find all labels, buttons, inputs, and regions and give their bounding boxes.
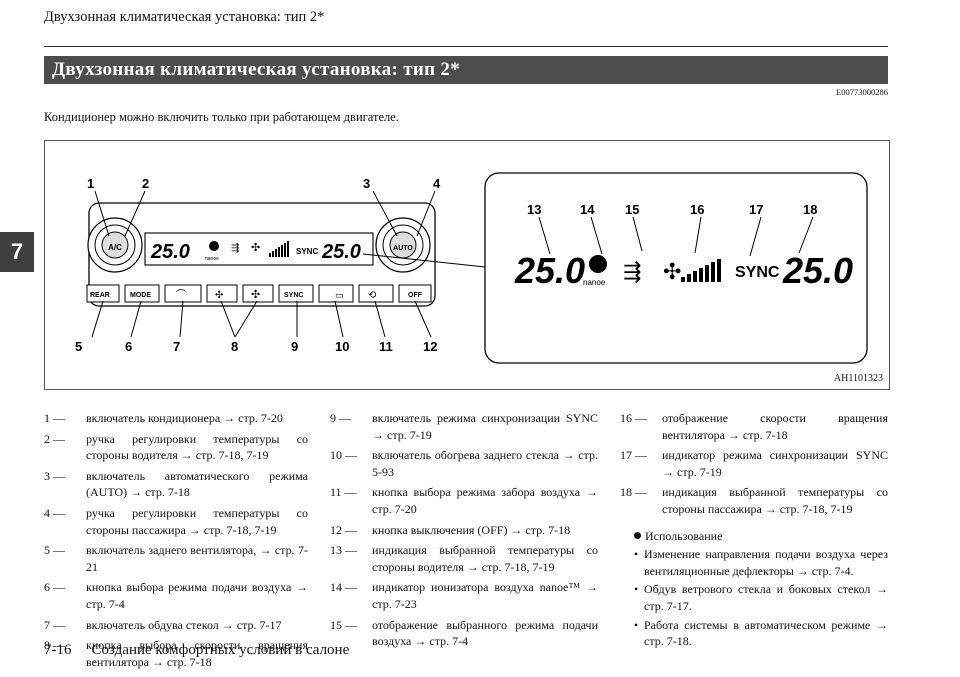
running-header: Двухзонная климатическая установка: тип … — [44, 9, 325, 25]
mode-button-label: MODE — [130, 292, 151, 299]
note-bullet: •Изменение направления подачи воздуха че… — [634, 547, 888, 578]
page-footer: 7-16 Создание комфортных условий в салоне — [44, 642, 349, 659]
fan-mini-icon: ✣ — [251, 242, 260, 254]
page-number: 7-16 — [44, 642, 72, 658]
defrost-button-icon: ⌒ — [176, 289, 186, 301]
legend-item: 13 —индикация выбранной температуры со с… — [330, 543, 598, 574]
legend-item: 14 —индикатор ионизатора воздуха nanoe™ … — [330, 580, 598, 611]
fan-icon: ✣ — [663, 259, 681, 284]
legend-item: 8 —кнопка выбора скорости вращения венти… — [44, 638, 308, 669]
recirculation-icon: ⟲ — [368, 290, 377, 301]
legend-column-3: 16 —отображение скорости вращения вентил… — [620, 410, 888, 650]
fan-speed-mini-bars — [269, 241, 289, 257]
bullet-dot-icon — [634, 531, 641, 539]
note-bullet: •Работа системы в автоматическом режиме … — [634, 617, 888, 649]
nanoe-icon — [589, 255, 607, 273]
legend-item: 7 —включатель обдува стекол → стр. 7-17 — [44, 617, 282, 632]
sync-button-label: SYNC — [284, 292, 303, 299]
callout-15: 15 — [625, 202, 639, 217]
inset-nanoe-label: nanoe — [583, 278, 606, 287]
rear-defog-icon: ▭ — [335, 290, 344, 300]
callout-12: 12 — [423, 339, 437, 354]
climate-panel-figure: A/C AUTO 25.0 nanoe ⇶ ✣ SYNC 25.0 REAR M… — [44, 140, 890, 390]
legend-item: 3 —включатель автоматического режима (AU… — [44, 468, 308, 500]
section-banner: Двухзонная климатическая установка: тип … — [44, 56, 888, 84]
legend-item: 18 —индикация выбранной температуры со с… — [620, 485, 888, 516]
climate-panel-illustration: A/C AUTO 25.0 nanoe ⇶ ✣ SYNC 25.0 REAR M… — [75, 172, 868, 364]
callout-5: 5 — [75, 339, 82, 354]
nanoe-mini-label: nanoe — [205, 256, 219, 262]
legend-item: 9 —включатель режима синхронизации SYNC … — [330, 411, 598, 442]
callout-11: 11 — [379, 339, 393, 354]
callout-7: 7 — [173, 339, 180, 354]
callout-16: 16 — [690, 202, 704, 217]
legend-item: 5 —включатель заднего вентилятора, → стр… — [44, 543, 308, 574]
legend-column-2: 9 —включатель режима синхронизации SYNC … — [330, 410, 598, 654]
figure-code: AH1101323 — [833, 373, 883, 384]
driver-temp-readout: 25.0 — [150, 241, 190, 263]
callout-leaders — [91, 190, 486, 338]
inset-driver-temp: 25.0 — [514, 250, 585, 291]
ac-knob-label: A/C — [108, 243, 122, 252]
callout-2: 2 — [142, 176, 149, 191]
header-rule — [44, 46, 888, 47]
legend-item: 4 —ручка регулировки температуры со стор… — [44, 505, 308, 537]
callout-6: 6 — [125, 339, 132, 354]
off-button-label: OFF — [408, 292, 423, 299]
callout-1: 1 — [87, 176, 94, 191]
note-bullet: •Обдув ветрового стекла и боковых стекол… — [634, 582, 888, 613]
legend-item: 1 —включатель кондиционера → стр. 7-20 — [44, 411, 283, 425]
legend-item: 6 —кнопка выбора режима подачи воздуха →… — [44, 580, 308, 611]
legend-item: 17 —индикатор режима синхронизации SYNC … — [620, 448, 888, 479]
footer-section: Создание комфортных условий в салоне — [91, 642, 350, 658]
callout-17: 17 — [749, 202, 763, 217]
usage-note-heading: Использование — [634, 528, 888, 545]
legend-item: 11 —кнопка выбора режима забора воздуха … — [330, 485, 598, 516]
legend-item: 12 —кнопка выключения (OFF) → стр. 7-18 — [330, 522, 571, 537]
legend-column-1: 1 —включатель кондиционера → стр. 7-20 2… — [44, 410, 308, 674]
callout-10: 10 — [335, 339, 349, 354]
callout-4: 4 — [433, 176, 441, 191]
legend-item: 15 —отображение выбранного режима подачи… — [330, 617, 598, 649]
chapter-tab: 7 — [0, 232, 34, 272]
callout-18: 18 — [803, 202, 817, 217]
legend-item: 16 —отображение скорости вращения вентил… — [620, 411, 888, 442]
legend-item: 2 —ручка регулировки температуры со стор… — [44, 431, 308, 463]
callout-9: 9 — [291, 339, 298, 354]
rear-button-label: REAR — [90, 292, 110, 299]
inset-passenger-temp: 25.0 — [782, 250, 853, 291]
inset-leaders — [538, 216, 814, 257]
callout-3: 3 — [363, 176, 370, 191]
callout-14: 14 — [580, 202, 595, 217]
button-row: REAR MODE ⌒ ✣ ✣ SYNC ▭ ⟲ OFF — [86, 284, 432, 303]
callout-13: 13 — [527, 202, 541, 217]
fan-up-icon: ✣ — [251, 289, 260, 301]
fan-down-icon: ✣ — [215, 290, 223, 301]
auto-knob-label: AUTO — [393, 245, 413, 252]
mode-mini-icon: ⇶ — [231, 242, 239, 254]
doc-code: E00773000286 — [836, 87, 888, 97]
intro-text: Кондиционер можно включить только при ра… — [44, 110, 399, 124]
fan-speed-bars — [681, 259, 721, 282]
passenger-temp-readout: 25.0 — [321, 241, 361, 263]
inset-sync-label: SYNC — [735, 264, 780, 281]
legend-item: 10 —включатель обогрева заднего стекла →… — [330, 448, 598, 479]
usage-note: Использование •Изменение направления под… — [634, 528, 888, 650]
sync-mini-label: SYNC — [296, 247, 318, 256]
callout-8: 8 — [231, 339, 238, 354]
airflow-mode-icon: ⇶ — [623, 259, 641, 284]
